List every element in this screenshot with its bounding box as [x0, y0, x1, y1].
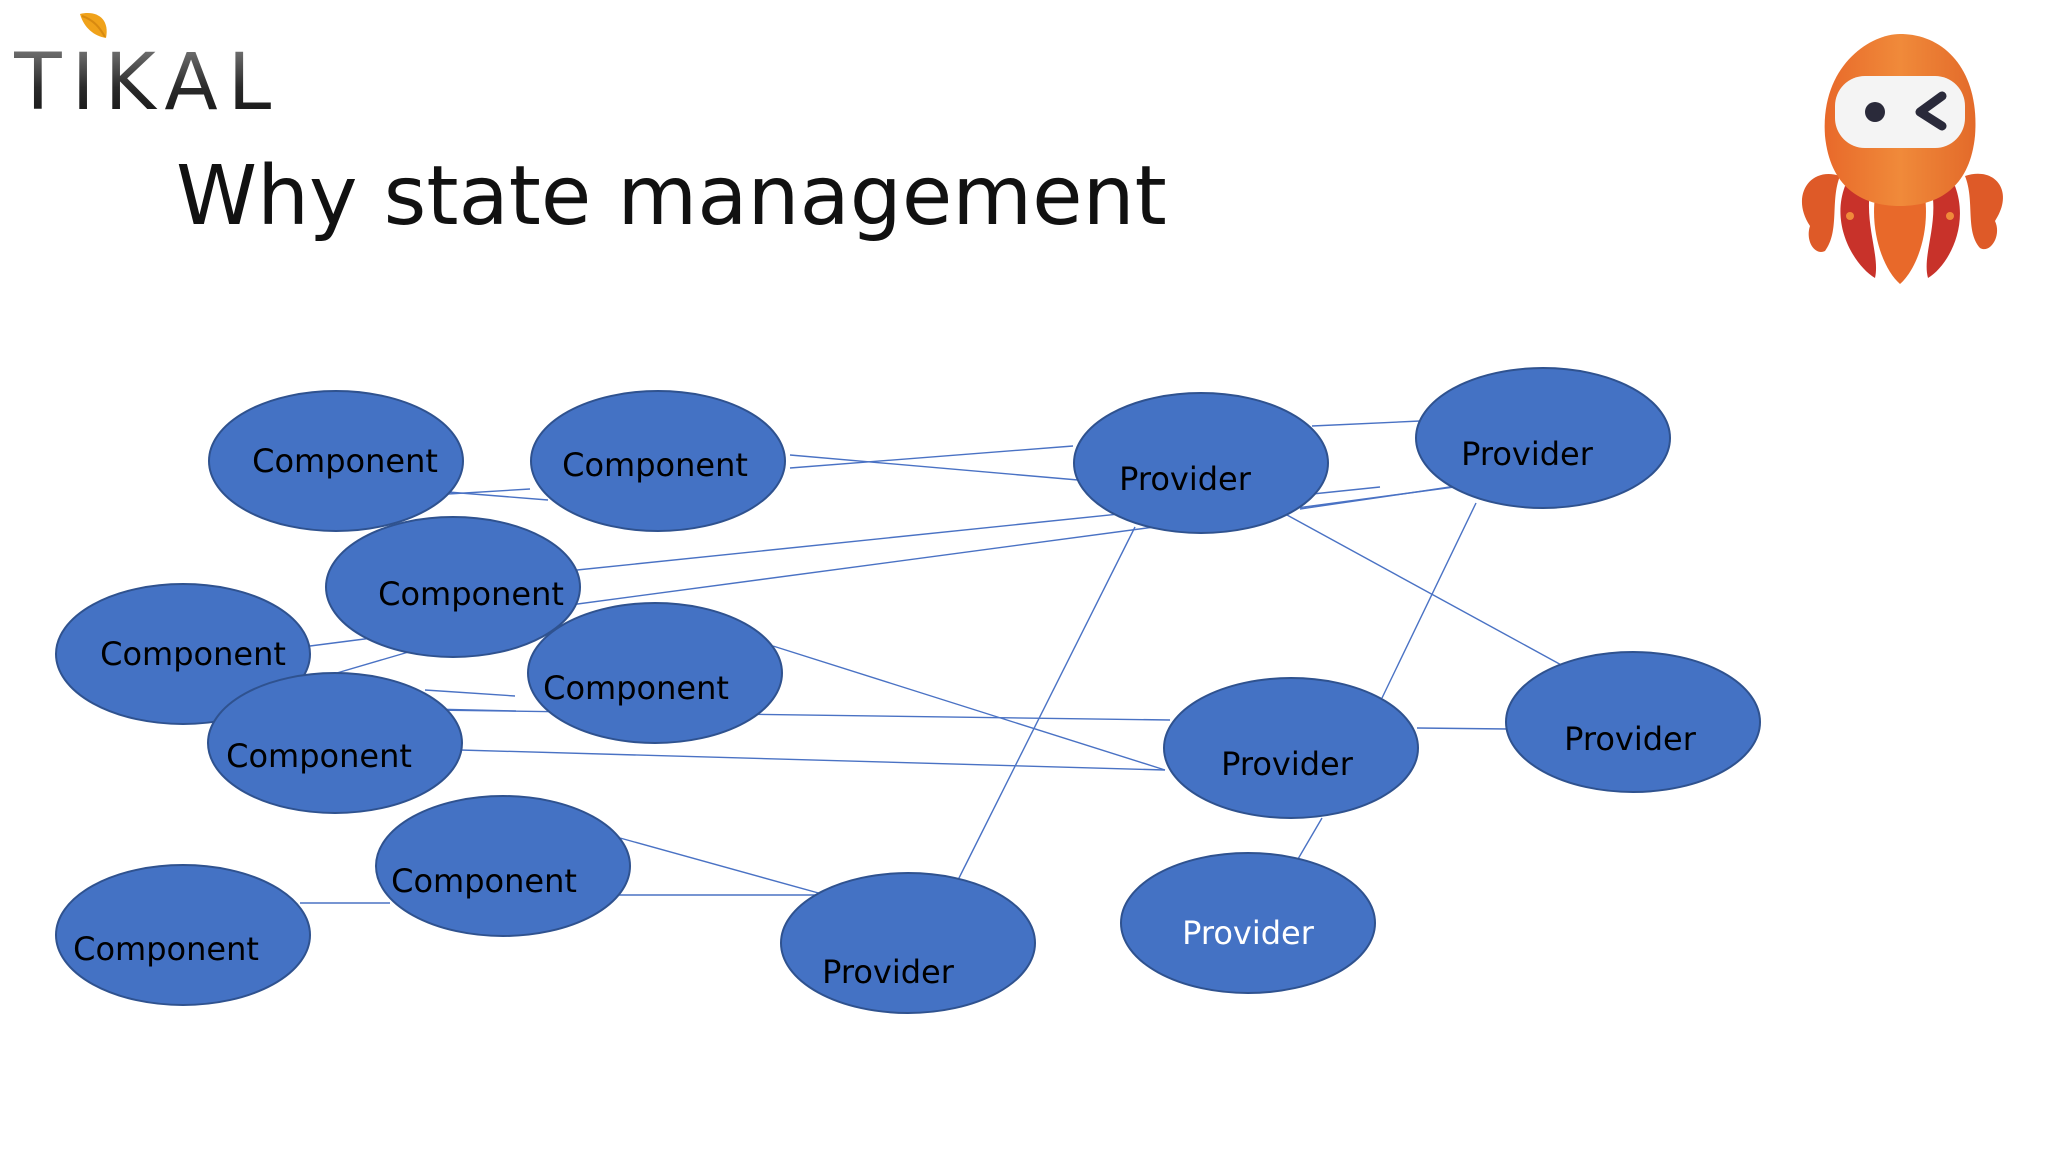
component-ellipse [55, 864, 311, 1006]
edge-line [431, 709, 1171, 721]
provider-node: Provider [1073, 392, 1329, 534]
provider-label: Provider [1461, 435, 1594, 473]
component-ellipse [527, 602, 783, 744]
component-ellipse [375, 795, 631, 937]
tikal-logo: TIKAL [14, 6, 344, 122]
edge-line [789, 445, 1074, 469]
provider-label: Provider [1221, 745, 1354, 783]
octopus-mascot-icon [1801, 34, 2004, 284]
edge-line [1416, 727, 1509, 730]
provider-ellipse [1415, 367, 1671, 509]
edge-line [1311, 420, 1421, 427]
provider-ellipse [780, 872, 1036, 1014]
component-ellipse [55, 583, 311, 725]
edge-line [569, 486, 1455, 606]
edge-line [1286, 514, 1566, 668]
component-node: Component [208, 390, 464, 532]
component-ellipse [325, 516, 581, 658]
component-label: Component [562, 446, 748, 484]
provider-node: Provider [1163, 677, 1419, 819]
component-label: Component [543, 669, 729, 707]
component-label: Component [100, 635, 286, 673]
edge-line [772, 645, 1166, 771]
component-label: Component [226, 737, 412, 775]
component-node: Component [207, 672, 463, 814]
component-node: Component [55, 864, 311, 1006]
logo-wordmark: TIKAL [14, 38, 282, 128]
provider-label: Provider [1182, 914, 1315, 952]
component-ellipse [207, 672, 463, 814]
provider-ellipse [1163, 677, 1419, 819]
component-node: Component [325, 516, 581, 658]
edge-line [447, 491, 549, 501]
provider-node: Provider [780, 872, 1036, 1014]
edge-line [1381, 502, 1477, 699]
provider-node: Provider [1120, 852, 1376, 994]
provider-node: Provider [1505, 651, 1761, 793]
edge-line [329, 650, 413, 676]
provider-ellipse [1120, 852, 1376, 994]
component-node: Component [527, 602, 783, 744]
edge-line [459, 749, 1166, 771]
component-label: Component [391, 862, 577, 900]
component-node: Component [375, 795, 631, 937]
component-label: Component [252, 442, 438, 480]
edge-line [957, 526, 1136, 881]
component-ellipse [530, 390, 786, 532]
edge-line [619, 837, 823, 895]
provider-ellipse [1505, 651, 1761, 793]
provider-node: Provider [1415, 367, 1671, 509]
component-label: Component [378, 575, 564, 613]
edge-line [424, 689, 516, 697]
provider-label: Provider [1119, 460, 1252, 498]
component-ellipse [208, 390, 464, 532]
component-node: Component [55, 583, 311, 725]
component-label: Component [73, 930, 259, 968]
edge-line [1299, 486, 1451, 510]
provider-label: Provider [822, 953, 955, 991]
component-node: Component [530, 390, 786, 532]
provider-label: Provider [1564, 720, 1697, 758]
edge-line [789, 454, 1079, 481]
leaf-icon [80, 13, 107, 38]
slide-title: Why state management [176, 149, 1167, 244]
provider-ellipse [1073, 392, 1329, 534]
edge-line [1297, 817, 1323, 860]
